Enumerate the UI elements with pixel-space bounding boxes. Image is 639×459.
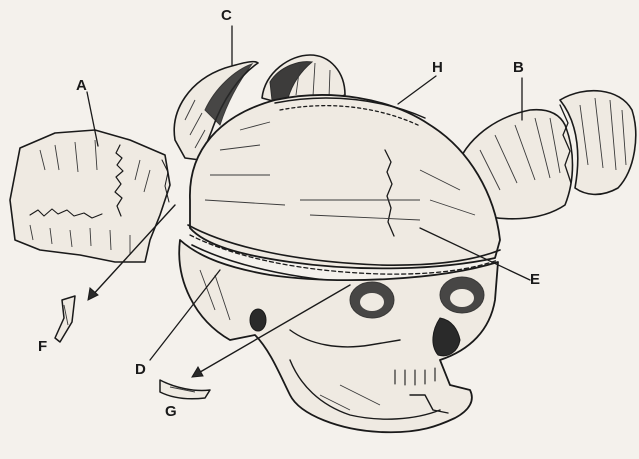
cranium	[188, 95, 500, 284]
label-e: E	[530, 272, 540, 287]
label-f: F	[38, 339, 47, 354]
fragment-a	[10, 130, 170, 262]
fragment-g	[160, 380, 210, 399]
label-c: C	[221, 8, 232, 23]
label-d: D	[135, 362, 146, 377]
fragment-f	[55, 296, 75, 342]
label-a: A	[76, 78, 87, 93]
lower-skull	[179, 240, 498, 432]
label-g: G	[165, 404, 177, 419]
label-h: H	[432, 60, 443, 75]
label-b: B	[513, 60, 524, 75]
